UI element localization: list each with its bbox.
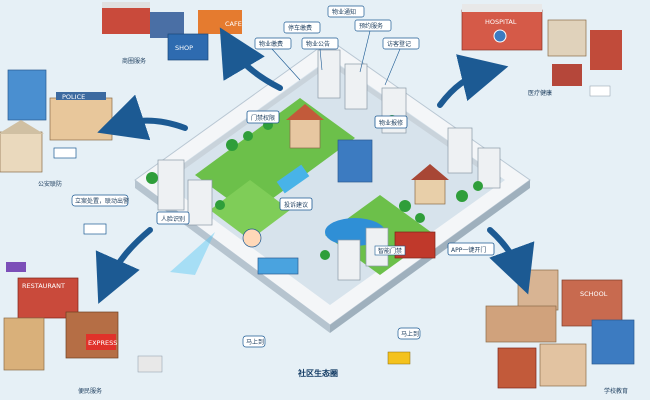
label-access-control: 门禁权限 bbox=[251, 114, 275, 122]
bubble-on-the-way-2: 马上到 bbox=[401, 330, 419, 338]
gate-sign: 智能门禁 bbox=[378, 247, 402, 255]
tag-announcement: 物业公告 bbox=[306, 40, 330, 48]
arrow-commerce bbox=[219, 27, 283, 91]
speech-bubbles: 立案处置，联动出警 马上到 马上到 bbox=[71, 194, 421, 348]
face-scan-beam bbox=[170, 232, 215, 275]
commerce-cluster: SHOP CAFE bbox=[102, 2, 242, 61]
education-cluster: SCHOOL bbox=[387, 269, 635, 389]
shop-sign: SHOP bbox=[175, 44, 193, 52]
label-app-unlock: APP一键开门 bbox=[451, 246, 486, 254]
platform-buildings bbox=[157, 49, 501, 281]
caption-security: 公安联防 bbox=[38, 180, 62, 188]
arrow-education bbox=[487, 227, 535, 295]
flow-arrows bbox=[95, 27, 535, 304]
medical-cluster: HOSPITAL bbox=[461, 4, 622, 97]
arrow-medical bbox=[437, 54, 509, 108]
arrow-security bbox=[97, 94, 188, 141]
caption-education: 学校教育 bbox=[604, 387, 628, 395]
arrow-convenience bbox=[95, 227, 153, 304]
bubble-on-the-way-1: 马上到 bbox=[246, 338, 264, 346]
convenience-cluster: RESTAURANT EXPRESS bbox=[3, 262, 163, 373]
label-complaint: 投诉建议 bbox=[284, 201, 308, 209]
taxi bbox=[387, 351, 411, 365]
tag-booking: 预约服务 bbox=[359, 22, 383, 30]
service-tags: 物业缴费 停车缴费 物业通知 预约服务 访客登记 物业公告 bbox=[254, 5, 420, 86]
school-sign: SCHOOL bbox=[580, 290, 608, 298]
hospital-badge-icon bbox=[493, 29, 507, 43]
label-face-recognition: 人脸识别 bbox=[161, 215, 185, 223]
restaurant-sign: RESTAURANT bbox=[22, 282, 65, 290]
pool bbox=[276, 164, 310, 194]
express-sign: EXPRESS bbox=[88, 339, 117, 347]
bubble-police-dispatch: 立案处置，联动出警 bbox=[75, 197, 129, 205]
center-title: 社区生态圈 bbox=[297, 368, 338, 378]
caption-medical: 医疗健康 bbox=[528, 89, 552, 97]
tag-property-fee: 物业缴费 bbox=[259, 40, 283, 48]
tag-property-notice: 物业通知 bbox=[332, 8, 356, 16]
tag-parking-fee: 停车缴费 bbox=[288, 24, 312, 32]
police-sign: POLICE bbox=[62, 93, 85, 101]
caption-commerce: 商圈服务 bbox=[122, 57, 146, 65]
resident-avatar-icon bbox=[242, 228, 262, 248]
feature-labels: 门禁权限 物业报修 人脸识别 投诉建议 APP一键开门 智能门禁 bbox=[156, 110, 495, 256]
hospital-sign: HOSPITAL bbox=[485, 18, 517, 26]
security-cluster: POLICE bbox=[0, 69, 113, 235]
label-property-repair: 物业报修 bbox=[379, 119, 403, 127]
tag-visitor: 访客登记 bbox=[387, 40, 411, 48]
cafe-sign: CAFE bbox=[225, 20, 242, 28]
caption-convenience: 便民服务 bbox=[78, 387, 102, 395]
